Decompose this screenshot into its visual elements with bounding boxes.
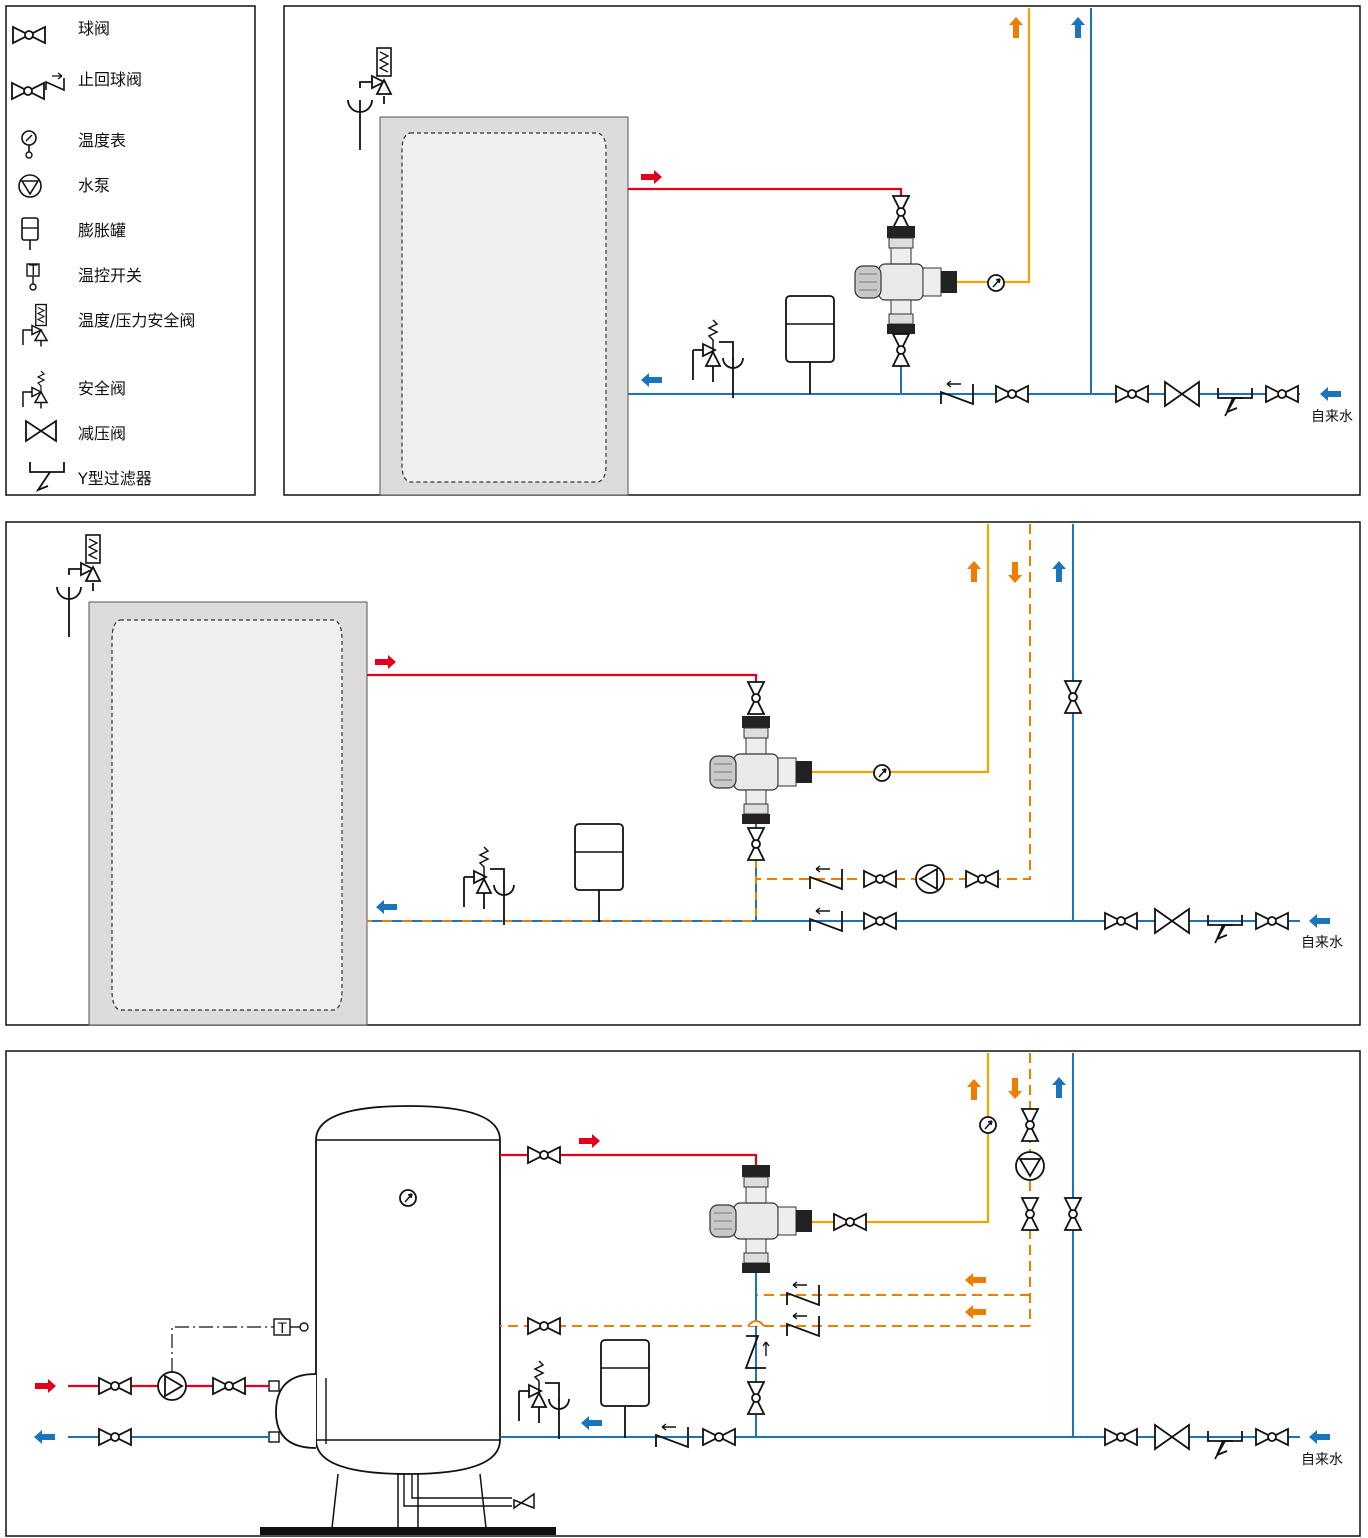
panel-2-hot-line [367, 673, 758, 683]
legend-label-9: Y型过滤器 [77, 469, 152, 488]
legend-thermometer-icon [21, 130, 37, 159]
panel-3-storage-vessel [315, 1105, 501, 1475]
panel-2-thermometer-icon [873, 764, 891, 782]
panel-3-return-port [268, 1431, 280, 1443]
legend-border [5, 5, 256, 496]
panel-3-thermometer-icon [979, 1116, 997, 1134]
panel-2-mixing-with-recirculation: 自来水 [5, 521, 1361, 1026]
panel-1-basic-mixing: 自来水 [283, 5, 1361, 496]
panel-3-recirc-pump-icon [1015, 1151, 1045, 1181]
panel-2-inner-tank [111, 619, 343, 1011]
panel-1-thermometer-icon [987, 274, 1005, 292]
legend-tp-relief-valve-icon [22, 303, 49, 347]
panel-2-mixed-line [812, 524, 990, 774]
legend-label-4: 膨胀罐 [78, 221, 126, 240]
panel-3-pipe-crossover [747, 1320, 765, 1327]
legend-check-ball-valve-icon [11, 72, 65, 100]
panel-3-base-plate [260, 1527, 556, 1535]
panel-1-inner-tank [401, 132, 607, 483]
panel-2-cold-main [756, 524, 1300, 922]
legend-label-3: 水泵 [78, 176, 110, 195]
legend-pressure-reducing-valve-icon [25, 419, 57, 443]
legend-panel: 球阀 止回球阀 温度表 水泵 膨胀罐 T 温控开关 温度/压力安全阀 安全阀 减… [5, 5, 256, 496]
legend-y-strainer-icon [29, 462, 65, 492]
panel-3-boiler-system: T [5, 1050, 1361, 1537]
legend-pump-icon [18, 174, 42, 198]
panel-3-border [5, 1050, 1361, 1537]
legend-label-8: 减压阀 [78, 424, 126, 443]
legend-label-1: 止回球阀 [78, 70, 142, 89]
panel-3-recirc-lines [500, 1053, 1031, 1327]
panel-2-mains-water-label: 自来水 [1301, 935, 1343, 951]
panel-3-mains-water-label: 自来水 [1301, 1452, 1343, 1468]
panel-3-heat-exchanger-flange [275, 1373, 317, 1449]
legend-label-5: 温控开关 [78, 266, 142, 285]
legend-label-0: 球阀 [78, 19, 110, 38]
panel-3-thermostat-sensor [299, 1322, 309, 1332]
panel-3-thermostat-letter: T [277, 1321, 287, 1337]
legend-label-6: 温度/压力安全阀 [78, 311, 195, 330]
panel-3-vessel-legs [331, 1473, 487, 1529]
panel-3-primary-pump-icon [157, 1371, 187, 1401]
panel-3-drain-valve-icon [513, 1492, 535, 1510]
panel-1-hot-line [628, 187, 903, 198]
legend-safety-valve-icon [22, 370, 49, 409]
panel-3-flow-port [268, 1380, 280, 1392]
panel-1-mains-water-label: 自来水 [1311, 409, 1353, 425]
panel-2-recirc-pump-icon [915, 864, 945, 894]
legend-label-7: 安全阀 [78, 379, 126, 398]
panel-3-drain-pipe [403, 1474, 512, 1507]
legend-thermostat-switch-icon: T [26, 263, 40, 291]
panel-3-vessel-thermometer-icon [399, 1189, 417, 1207]
legend-thermostat-letter: T [28, 263, 38, 279]
panel-2-recirc-line [756, 524, 1031, 880]
legend-label-2: 温度表 [78, 131, 126, 150]
legend-expansion-tank-icon [21, 217, 39, 250]
panel-1-mixed-line [957, 8, 1031, 284]
panel-3-mixed-line [812, 1053, 990, 1224]
panel-3-vessel-seams [316, 1139, 500, 1441]
